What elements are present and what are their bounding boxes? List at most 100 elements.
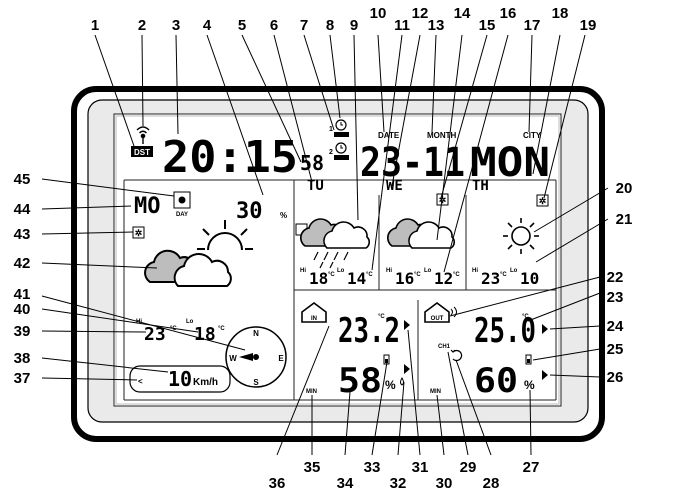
callout-45: 45 <box>14 171 31 188</box>
callout-24: 24 <box>607 318 624 335</box>
callout-1: 1 <box>91 17 99 34</box>
callout-27: 27 <box>523 459 540 476</box>
dst-badge: DST <box>131 146 153 157</box>
callout-5: 5 <box>238 17 246 34</box>
svg-text:Km/h: Km/h <box>193 377 218 388</box>
svg-text:23: 23 <box>481 269 500 288</box>
svg-text:Hi: Hi <box>386 268 392 274</box>
callout-10: 10 <box>370 5 387 22</box>
channel-label: CH1 <box>438 344 451 350</box>
svg-text:TU: TU <box>307 178 324 194</box>
indoor-temp-unit: °C <box>378 314 385 320</box>
callout-20: 20 <box>616 180 633 197</box>
city-label: CITY <box>523 131 542 140</box>
svg-text:✲: ✲ <box>539 196 547 206</box>
svg-text:°C: °C <box>500 272 507 278</box>
svg-text:1: 1 <box>329 126 333 133</box>
svg-text:14: 14 <box>347 269 366 288</box>
svg-text:Lo: Lo <box>186 319 194 325</box>
callout-18: 18 <box>552 5 569 22</box>
day-abbreviation: MO <box>134 194 161 219</box>
svg-text:°C: °C <box>414 272 421 278</box>
callout-13: 13 <box>428 17 445 34</box>
callout-29: 29 <box>460 459 477 476</box>
callout-28: 28 <box>483 475 500 492</box>
callout-22: 22 <box>607 269 624 286</box>
svg-text:10: 10 <box>168 367 192 391</box>
svg-text:Lo: Lo <box>337 268 345 274</box>
callout-33: 33 <box>364 459 381 476</box>
callout-26: 26 <box>607 369 624 386</box>
callout-16: 16 <box>500 5 517 22</box>
callout-3: 3 <box>172 17 180 34</box>
callout-30: 30 <box>436 475 453 492</box>
indoor-min-label: MIN <box>306 389 317 395</box>
callout-35: 35 <box>304 459 321 476</box>
outdoor-humidity-percent: % <box>524 378 535 392</box>
callout-15: 15 <box>479 17 496 34</box>
callout-7: 7 <box>300 17 308 34</box>
svg-text:E: E <box>278 354 284 363</box>
callout-4: 4 <box>203 17 212 34</box>
indoor-temperature: 23.2 <box>338 311 400 351</box>
svg-text:°C: °C <box>453 272 460 278</box>
svg-text:OUT: OUT <box>431 316 444 322</box>
callout-19: 19 <box>580 17 597 34</box>
svg-text:°C: °C <box>218 326 225 332</box>
svg-text:TH: TH <box>472 178 489 194</box>
indoor-humidity: 58 <box>338 361 382 401</box>
callout-11: 11 <box>394 17 410 34</box>
callout-36: 36 <box>269 475 286 492</box>
callout-21: 21 <box>616 211 633 228</box>
today-humidity-percent: % <box>280 211 287 220</box>
svg-text:S: S <box>253 378 259 387</box>
outdoor-temp-unit: °C <box>522 314 529 320</box>
callout-41: 41 <box>14 286 31 303</box>
indoor-humidity-percent: % <box>385 378 396 392</box>
svg-text:<: < <box>138 377 143 386</box>
callout-40: 40 <box>14 301 31 318</box>
callout-14: 14 <box>454 5 471 22</box>
svg-text:DAY: DAY <box>176 212 188 218</box>
callout-43: 43 <box>14 226 31 243</box>
svg-text:Lo: Lo <box>424 268 432 274</box>
callout-37: 37 <box>14 370 31 387</box>
outdoor-battery-icon <box>526 355 531 364</box>
wind-compass: N E S W <box>226 327 286 387</box>
callout-39: 39 <box>14 323 31 340</box>
callout-44: 44 <box>14 201 31 218</box>
svg-text:W: W <box>229 354 237 363</box>
callout-17: 17 <box>524 17 541 34</box>
callout-2: 2 <box>138 17 146 34</box>
callout-6: 6 <box>270 17 278 34</box>
svg-text:°C: °C <box>366 272 373 278</box>
svg-text:Hi: Hi <box>472 268 478 274</box>
time-seconds: 58 <box>300 151 324 175</box>
svg-text:18: 18 <box>309 269 328 288</box>
callout-38: 38 <box>14 350 31 367</box>
snowflake-icon-small: ✲ <box>133 227 144 238</box>
svg-text:WE: WE <box>386 178 403 194</box>
callout-32: 32 <box>390 475 407 492</box>
day-sun-icon: DAY <box>174 192 190 218</box>
callout-31: 31 <box>412 459 429 476</box>
month-label: MONTH <box>427 131 457 140</box>
svg-text:°C: °C <box>328 272 335 278</box>
callout-23: 23 <box>607 289 624 306</box>
outdoor-min-label: MIN <box>430 389 441 395</box>
callout-42: 42 <box>14 255 31 272</box>
callout-8: 8 <box>326 17 334 34</box>
svg-text:10: 10 <box>520 269 539 288</box>
svg-text:DST: DST <box>134 148 150 157</box>
callout-25: 25 <box>607 341 624 358</box>
indoor-droplet-icon <box>401 378 404 385</box>
svg-text:2: 2 <box>329 149 333 156</box>
svg-text:Lo: Lo <box>510 268 518 274</box>
svg-text:Hi: Hi <box>300 268 306 274</box>
svg-text:16: 16 <box>395 269 414 288</box>
callout-9: 9 <box>350 17 358 34</box>
svg-text:✲: ✲ <box>135 228 143 238</box>
today-humidity: 30 <box>236 199 263 224</box>
time-hours-minutes: 20:15 <box>162 132 298 183</box>
